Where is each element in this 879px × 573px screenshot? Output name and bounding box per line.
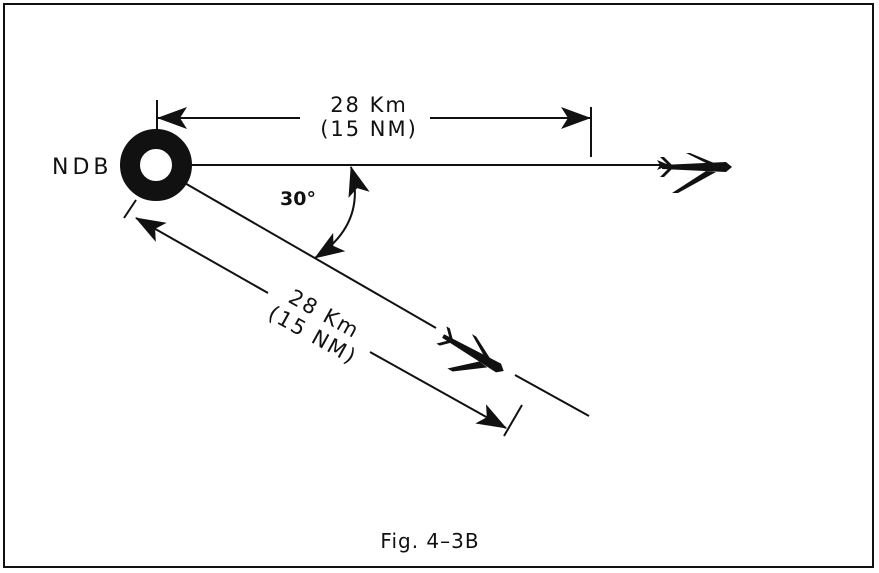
lower-course-line-extension (514, 374, 590, 417)
angle-label: 30° (280, 188, 316, 210)
figure-caption: Fig. 4–3B (380, 529, 479, 553)
lower-distance-dimension (123, 199, 523, 437)
lower-course-line (182, 181, 437, 329)
upper-distance-km: 28 Km (330, 93, 408, 117)
ndb-label: NDB (52, 155, 113, 180)
ndb-station-icon (120, 129, 192, 201)
angle-arc (314, 166, 370, 259)
upper-distance-dimension (156, 100, 592, 157)
upper-aircraft-icon (660, 153, 732, 193)
upper-distance-nm: (15 NM) (320, 117, 418, 141)
lower-aircraft-icon (436, 326, 504, 373)
figure-frame (3, 3, 874, 568)
